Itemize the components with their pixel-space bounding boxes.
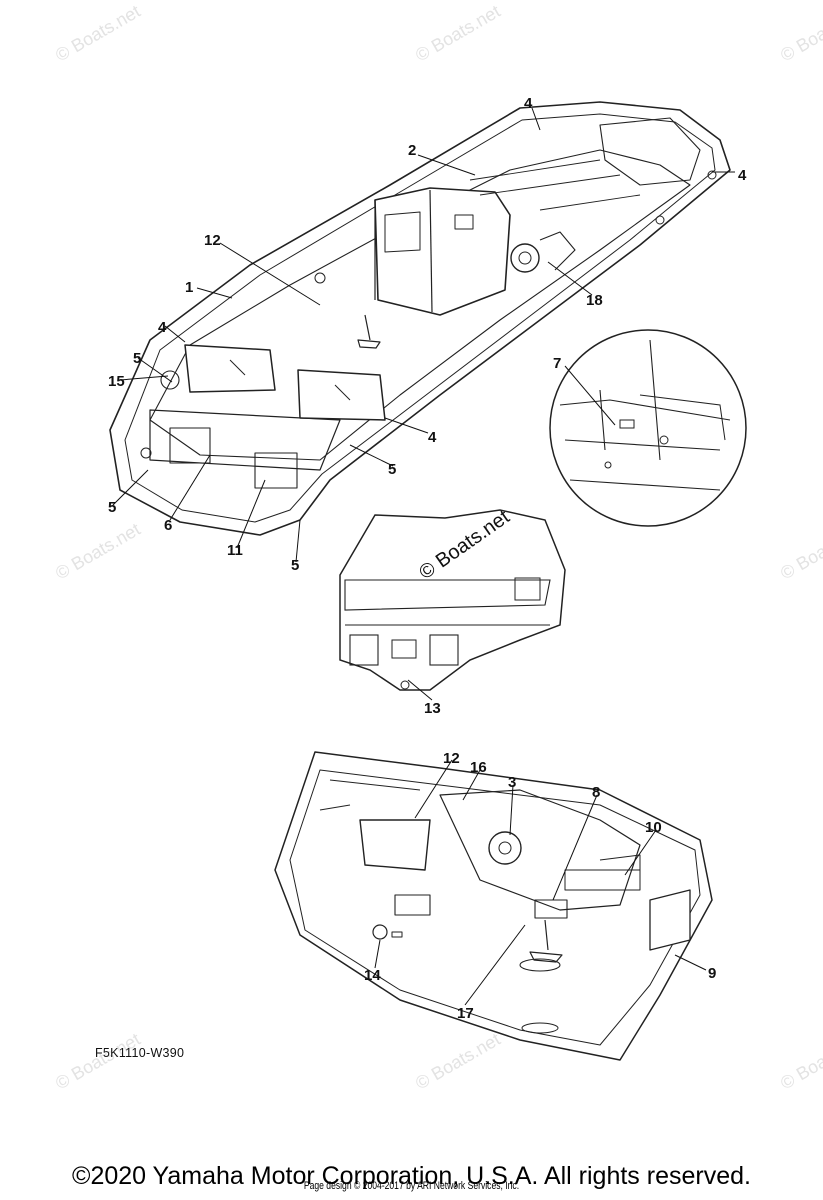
watermark: © Boats.net bbox=[777, 1, 823, 65]
callout-9: 9 bbox=[708, 965, 716, 982]
watermark: © Boats.net bbox=[412, 1029, 504, 1093]
callout-15: 15 bbox=[108, 373, 125, 390]
watermark: © Boats.net bbox=[52, 1, 144, 65]
callout-4: 4 bbox=[738, 167, 747, 184]
watermark: © Boats.net bbox=[412, 1, 504, 65]
callout-18: 18 bbox=[586, 292, 603, 309]
dash-view-illustration bbox=[274, 751, 713, 1061]
watermark: © Boats.net bbox=[52, 1029, 144, 1093]
diagram-code: F5K1110-W390 bbox=[95, 1046, 185, 1060]
callout-5: 5 bbox=[291, 557, 299, 574]
callout-3: 3 bbox=[508, 774, 516, 791]
callout-13: 13 bbox=[424, 700, 441, 717]
callout-12: 12 bbox=[443, 750, 460, 767]
callout-14: 14 bbox=[364, 967, 381, 984]
callout-11: 11 bbox=[227, 542, 243, 559]
callout-4: 4 bbox=[524, 95, 533, 112]
callout-5: 5 bbox=[388, 461, 396, 478]
watermark: © Boats.net bbox=[777, 519, 823, 583]
callout-10: 10 bbox=[645, 819, 662, 836]
callout-5: 5 bbox=[133, 350, 141, 367]
watermark: © Boats.net bbox=[52, 519, 144, 583]
callout-17: 17 bbox=[457, 1005, 474, 1022]
callout-6: 6 bbox=[164, 517, 172, 534]
callout-12: 12 bbox=[204, 232, 221, 249]
copyright-notice: ©2020 Yamaha Motor Corporation, U.S.A. A… bbox=[72, 1162, 751, 1190]
callouts: 1 2 4 4 4 4 5 5 5 5 6 7 11 12 15 18 13 1… bbox=[108, 95, 747, 1022]
callout-16: 16 bbox=[470, 759, 487, 776]
boat-overview-illustration bbox=[109, 101, 731, 536]
callout-8: 8 bbox=[592, 784, 600, 801]
callout-4: 4 bbox=[428, 429, 437, 446]
page-design-notice: Page design © 2004-2017 by ARI Network S… bbox=[303, 1180, 520, 1192]
callout-2: 2 bbox=[408, 142, 416, 159]
detail-inset-stern bbox=[339, 509, 566, 691]
watermark: © Boats.net bbox=[777, 1029, 823, 1093]
callout-7: 7 bbox=[553, 355, 561, 372]
callout-5: 5 bbox=[108, 499, 116, 516]
leader-lines bbox=[112, 107, 735, 1006]
callout-1: 1 bbox=[185, 279, 193, 296]
callout-4: 4 bbox=[158, 319, 167, 336]
detail-inset-circle bbox=[549, 329, 747, 527]
